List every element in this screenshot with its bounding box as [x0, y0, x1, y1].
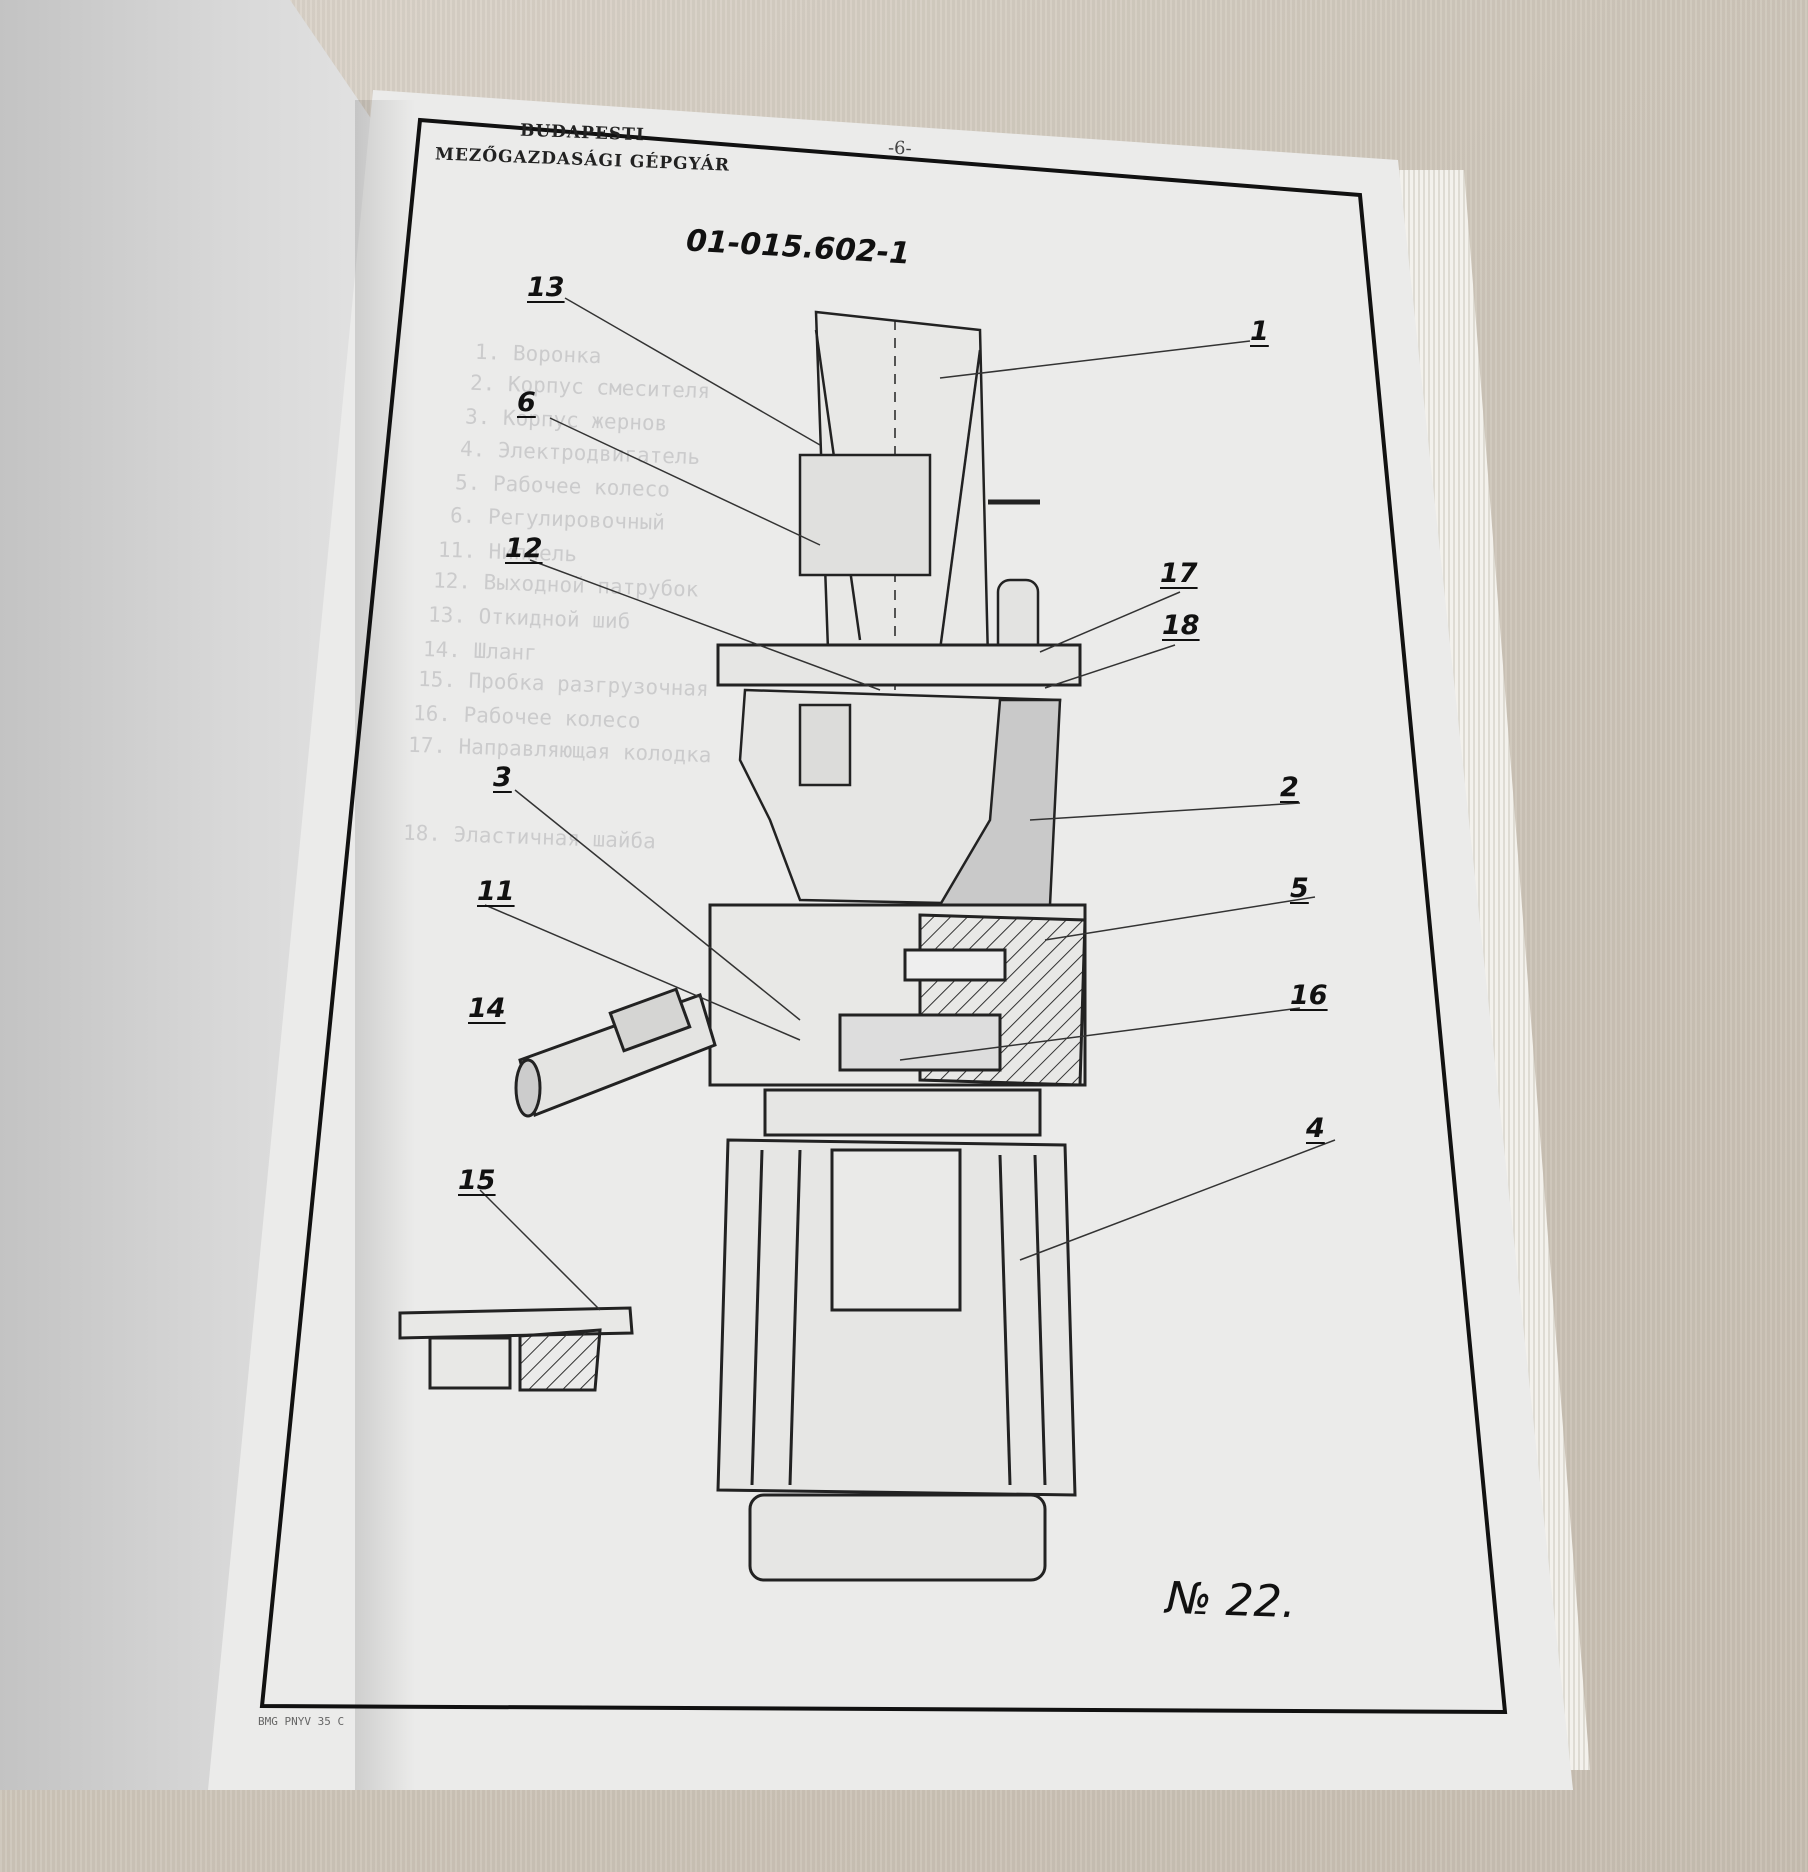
- motor-drawing: [716, 1088, 1077, 1582]
- hopper-funnel-drawing: [798, 310, 1040, 690]
- footer-code: BMG PNYV 35 C: [258, 1715, 345, 1728]
- callout-3: 3: [493, 762, 512, 793]
- callout-6: 6: [517, 387, 536, 418]
- page-number: -6-: [887, 137, 912, 160]
- callout-15: 15: [458, 1165, 496, 1196]
- callout-18: 18: [1162, 610, 1200, 641]
- callout-2: 2: [1280, 772, 1299, 803]
- mixer-body-drawing: [738, 688, 1062, 907]
- callout-11: 11: [477, 876, 515, 907]
- leader-lines: [479, 297, 1336, 1311]
- drawing-frame: [259, 117, 1508, 1715]
- callout-5: 5: [1290, 873, 1309, 904]
- callout-17: 17: [1160, 558, 1198, 589]
- sheet-label: № 22.: [1165, 1572, 1297, 1629]
- hose-drawing: [514, 987, 717, 1118]
- book-gutter-shadow: [355, 100, 415, 1790]
- callout-1: 1: [1250, 316, 1269, 347]
- callout-12: 12: [505, 533, 543, 564]
- callout-14: 14: [468, 993, 506, 1024]
- callout-13: 13: [527, 272, 565, 303]
- flange-plate-drawing: [716, 643, 1082, 687]
- callout-4: 4: [1306, 1113, 1325, 1144]
- lower-housing-drawing: [708, 903, 1087, 1087]
- callout-16: 16: [1290, 980, 1328, 1011]
- detail-15-drawing: [398, 1306, 634, 1392]
